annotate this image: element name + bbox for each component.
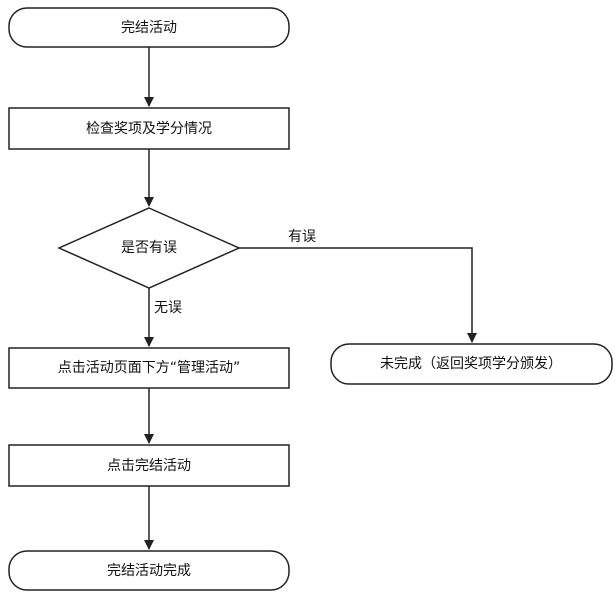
node-end: 完结活动完成 <box>8 550 290 591</box>
node-start: 完结活动 <box>8 7 290 48</box>
node-decision-label: 是否有误 <box>121 240 177 256</box>
node-click-finish-label: 点击完结活动 <box>107 458 191 474</box>
node-click-manage: 点击活动页面下方“管理活动” <box>8 347 290 389</box>
node-decision: 是否有误 <box>57 207 241 289</box>
node-end-label: 完结活动完成 <box>107 563 191 579</box>
node-check: 检查奖项及学分情况 <box>8 107 290 150</box>
edge-decision-to-not-done <box>239 247 477 343</box>
node-click-finish: 点击完结活动 <box>8 444 290 487</box>
edge-label-has-error: 有误 <box>288 229 316 245</box>
edge-label-no-error: 无误 <box>154 300 182 316</box>
node-check-label: 检查奖项及学分情况 <box>86 120 212 137</box>
node-not-done-label: 未完成（返回奖项学分颁发） <box>380 355 562 372</box>
node-not-done: 未完成（返回奖项学分颁发） <box>330 343 613 385</box>
node-start-label: 完结活动 <box>121 20 177 36</box>
node-click-manage-label: 点击活动页面下方“管理活动” <box>58 360 241 376</box>
